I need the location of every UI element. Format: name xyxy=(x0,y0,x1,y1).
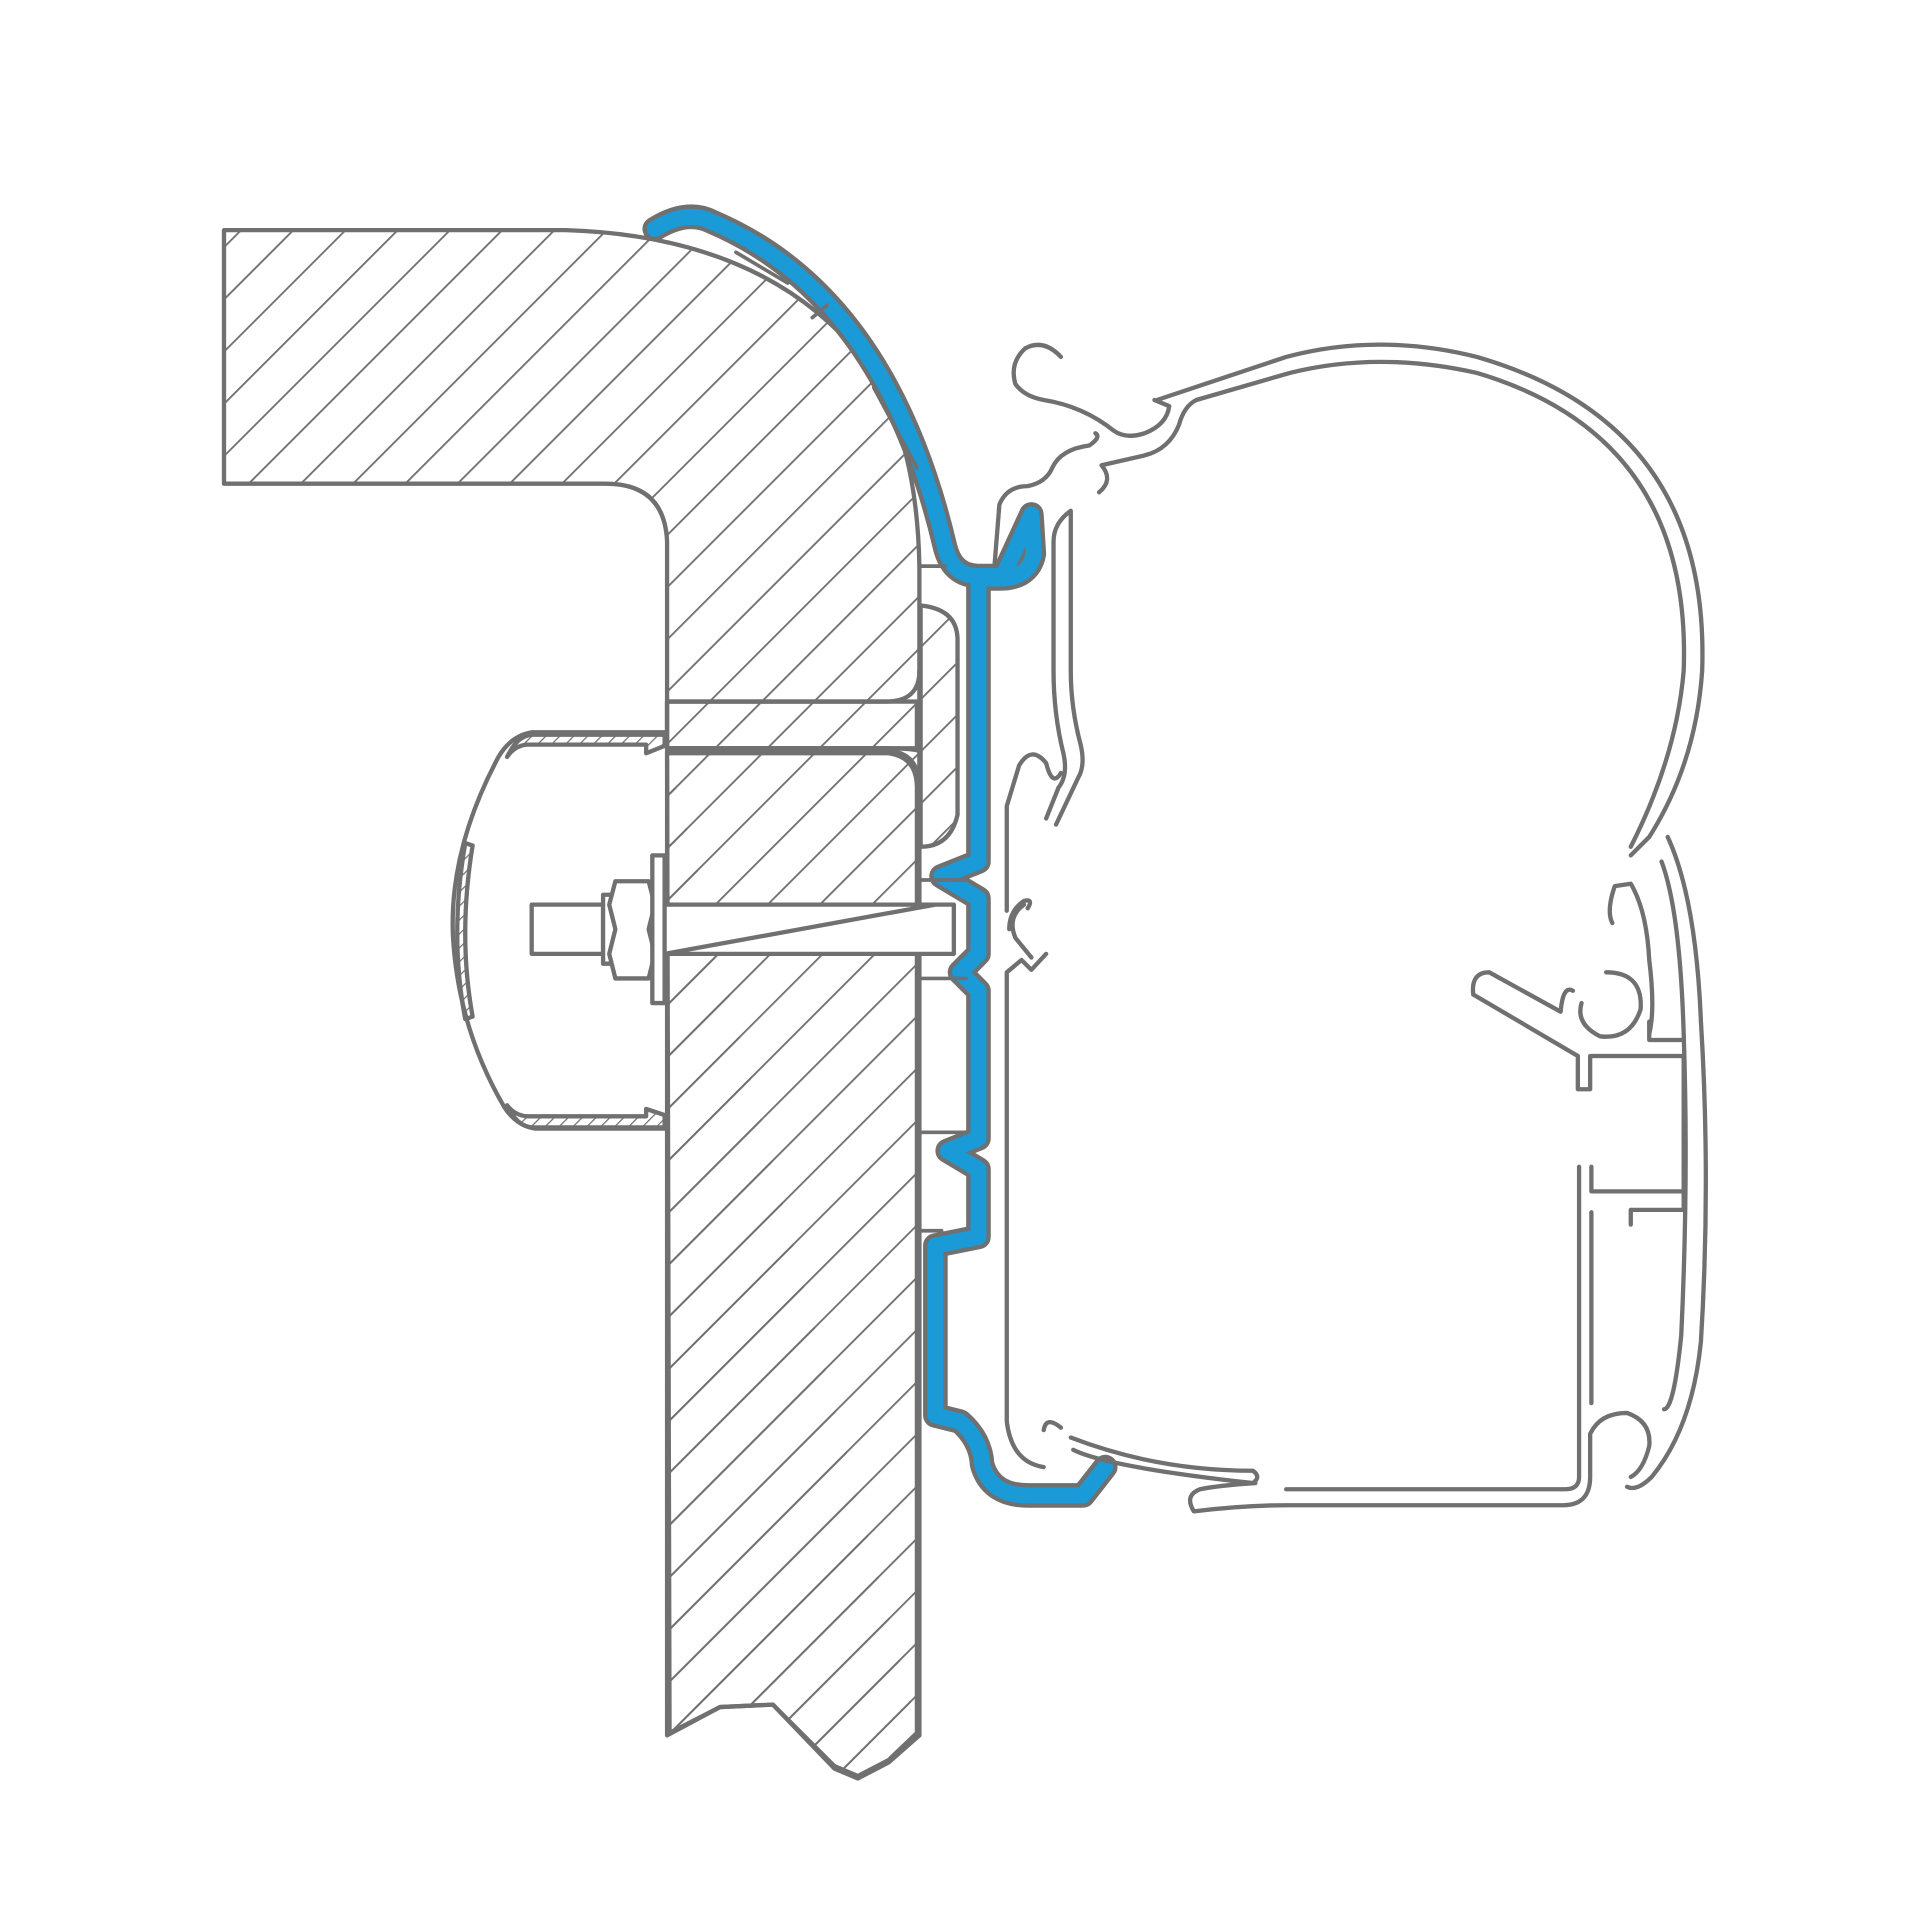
cassette-inner-shell xyxy=(1194,359,1688,1412)
insert-rail-hatch xyxy=(664,699,920,751)
inner-panel-hatch xyxy=(664,751,920,1779)
cassette-arm xyxy=(1470,970,1686,1194)
cassette-bottom xyxy=(1041,1410,1652,1514)
cover-cap-wall xyxy=(455,840,475,1022)
nut xyxy=(607,879,657,981)
cassette-top-hook xyxy=(1011,342,1199,495)
cassette-roller-clip xyxy=(1578,881,1686,1043)
cover-cap-hatch-top xyxy=(504,732,667,760)
cassette-front-wall xyxy=(992,431,1100,827)
adapter-profile xyxy=(642,204,1118,1508)
cassette-mid-hook xyxy=(1004,752,1064,1470)
cassette-outer-shell xyxy=(1154,342,1708,1491)
bolt-through xyxy=(662,902,957,957)
adapter-serration-top xyxy=(734,250,968,1233)
bolt-shank xyxy=(529,902,606,956)
adapter-profile-fill xyxy=(646,208,1114,1504)
cover-cap-hatch-bottom xyxy=(504,1103,667,1130)
cassette-lower-frame xyxy=(1284,1164,1686,1492)
spacer-block xyxy=(918,603,960,849)
awning-cassette xyxy=(992,342,1708,1514)
